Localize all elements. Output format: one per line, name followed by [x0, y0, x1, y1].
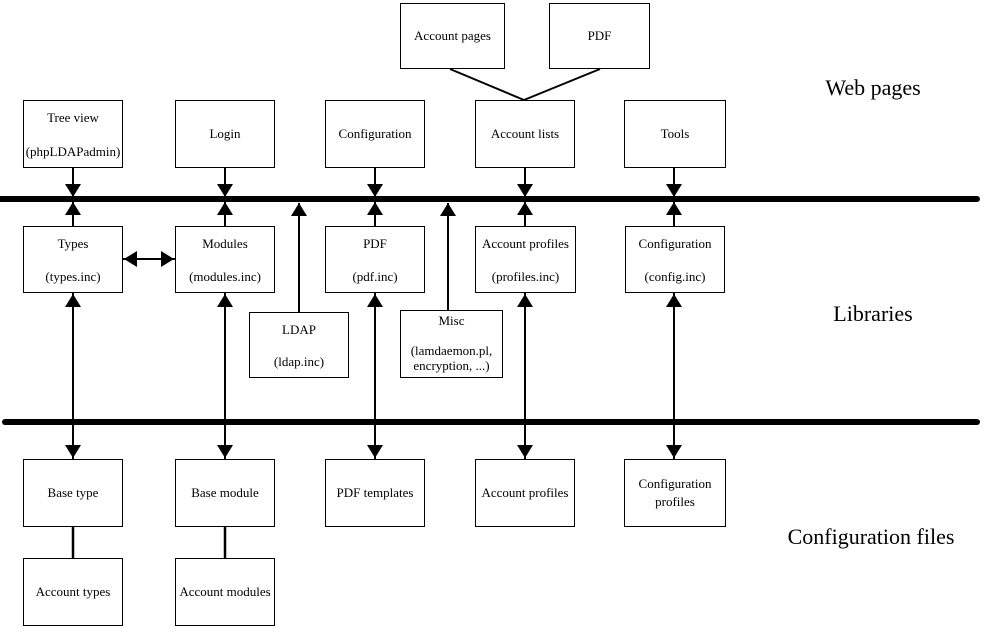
box-base-module: Base module	[175, 459, 275, 527]
box-misc: Misc (lamdaemon.pl, encryption, ...)	[400, 310, 503, 378]
layer-label-web-pages: Web pages	[825, 75, 921, 100]
box-base-type: Base type	[23, 459, 123, 527]
arrows-account-lists-bus-profiles	[517, 168, 533, 226]
box-label: Account types	[35, 584, 111, 600]
box-account-pages: Account pages	[400, 3, 505, 69]
merge-line-account-pages-to-account-lists	[449, 68, 601, 101]
box-label: Modules	[202, 236, 248, 251]
box-account-types: Account types	[23, 558, 123, 626]
box-label: Tree view	[47, 110, 99, 125]
double-arrow-config-config-profiles	[666, 293, 682, 459]
box-sublabel: (ldap.inc)	[273, 354, 325, 370]
layer-label-configuration-files: Configuration files	[787, 524, 955, 549]
double-arrow-types-modules	[123, 251, 175, 267]
box-label: Account profiles	[481, 236, 569, 251]
box-label: PDF	[363, 236, 387, 251]
box-tree-view: Tree view (phpLDAPadmin)	[23, 100, 123, 168]
box-account-profiles-file: Account profiles	[475, 459, 575, 527]
box-label: Base type	[47, 485, 99, 501]
box-login: Login	[175, 100, 275, 168]
box-modules: Modules (modules.inc)	[175, 226, 275, 293]
box-configuration-page: Configuration	[325, 100, 425, 168]
box-label: Configuration	[638, 236, 712, 251]
box-sublabel: (lamdaemon.pl,	[410, 342, 493, 358]
box-pdf-lib: PDF (pdf.inc)	[325, 226, 425, 293]
box-sublabel: (pdf.inc)	[352, 269, 398, 285]
box-sublabel: (profiles.inc)	[491, 269, 560, 285]
double-arrow-pdf-pdf-templates	[367, 293, 383, 459]
box-label: Types	[57, 236, 89, 251]
box-label: Account profiles	[481, 485, 569, 501]
box-label: Configuration	[338, 126, 412, 142]
box-config-lib: Configuration (config.inc)	[625, 226, 725, 293]
box-sublabel: (types.inc)	[45, 269, 101, 285]
arrow-ldap-to-bus	[291, 203, 307, 312]
box-tools: Tools	[624, 100, 726, 168]
box-label: Misc	[438, 313, 465, 328]
box-label: PDF templates	[336, 485, 414, 501]
box-label: LDAP	[282, 322, 316, 337]
double-arrow-modules-base-module	[217, 293, 233, 459]
layer-label-libraries: Libraries	[833, 301, 913, 326]
box-sublabel-group: (lamdaemon.pl, encryption, ...)	[411, 343, 493, 374]
box-sublabel: (config.inc)	[644, 269, 706, 285]
box-profiles-lib: Account profiles (profiles.inc)	[475, 226, 576, 293]
box-types: Types (types.inc)	[23, 226, 123, 293]
double-arrow-profiles-account-profiles	[517, 293, 533, 459]
double-arrow-types-base-type	[65, 293, 81, 459]
box-sublabel: (phpLDAPadmin)	[25, 144, 121, 160]
arrow-misc-to-bus	[440, 203, 456, 310]
box-label: Account lists	[490, 126, 560, 142]
box-config-profiles: Configuration profiles	[624, 459, 726, 527]
box-account-modules: Account modules	[175, 558, 275, 626]
box-pdf-templates: PDF templates	[325, 459, 425, 527]
box-sublabel: encryption, ...)	[413, 358, 490, 374]
box-label: Tools	[660, 126, 690, 142]
arrows-tools-bus-config	[666, 168, 682, 226]
box-sublabel: profiles	[655, 494, 695, 509]
box-label: Account pages	[414, 28, 491, 44]
arrows-configuration-bus-pdf	[367, 168, 383, 226]
box-label: PDF	[587, 28, 612, 44]
box-account-lists: Account lists	[475, 100, 575, 168]
arrows-tree-view-bus-types	[65, 168, 81, 226]
box-label: Base module	[191, 485, 259, 501]
box-label: Account modules	[179, 584, 271, 600]
box-ldap: LDAP (ldap.inc)	[249, 312, 349, 378]
box-label: Login	[209, 126, 241, 142]
box-sublabel: (modules.inc)	[189, 269, 261, 285]
arrows-login-bus-modules	[217, 168, 233, 226]
box-label: Configuration	[638, 476, 712, 492]
box-pdf-page: PDF	[549, 3, 650, 69]
